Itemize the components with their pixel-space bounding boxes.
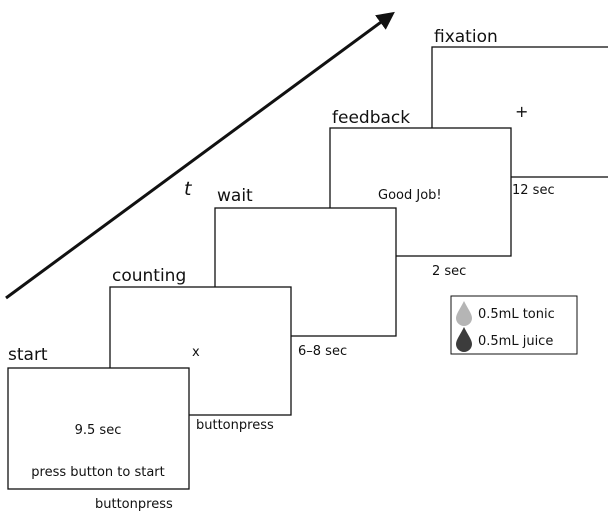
step-start: start 9.5 sec press button to start butt… (7, 345, 190, 512)
step-feedback: feedback Good Job! 2 sec (329, 108, 512, 279)
start-frame (7, 367, 190, 490)
legend-box (450, 295, 578, 355)
step-duration: 12 sec (512, 183, 555, 198)
counting-symbol: x (192, 345, 200, 360)
step-title: start (8, 345, 48, 365)
step-end-event: buttonpress (196, 418, 274, 433)
step-duration: 2 sec (432, 264, 466, 279)
step-title: feedback (332, 108, 410, 128)
legend-label-juice: 0.5mL juice (478, 334, 553, 349)
start-duration: 9.5 sec (75, 423, 122, 438)
time-axis-label: t (184, 178, 193, 200)
step-end-event: buttonpress (95, 497, 173, 512)
counting-frame (109, 286, 292, 416)
step-title: counting (112, 266, 186, 286)
step-title: fixation (434, 27, 498, 47)
droplet-icon (456, 327, 472, 352)
droplet-icon (456, 301, 472, 326)
legend-label-tonic: 0.5mL tonic (478, 307, 555, 322)
start-instruction: press button to start (31, 465, 164, 480)
reward-legend: 0.5mL tonic 0.5mL juice (450, 295, 578, 355)
step-title: wait (217, 186, 253, 206)
step-counting: counting x buttonpress (109, 266, 292, 433)
step-duration: 6–8 sec (298, 344, 347, 359)
feedback-message: Good Job! (378, 188, 442, 203)
time-arrow (5, 11, 395, 300)
fixation-cross: + (515, 102, 528, 121)
